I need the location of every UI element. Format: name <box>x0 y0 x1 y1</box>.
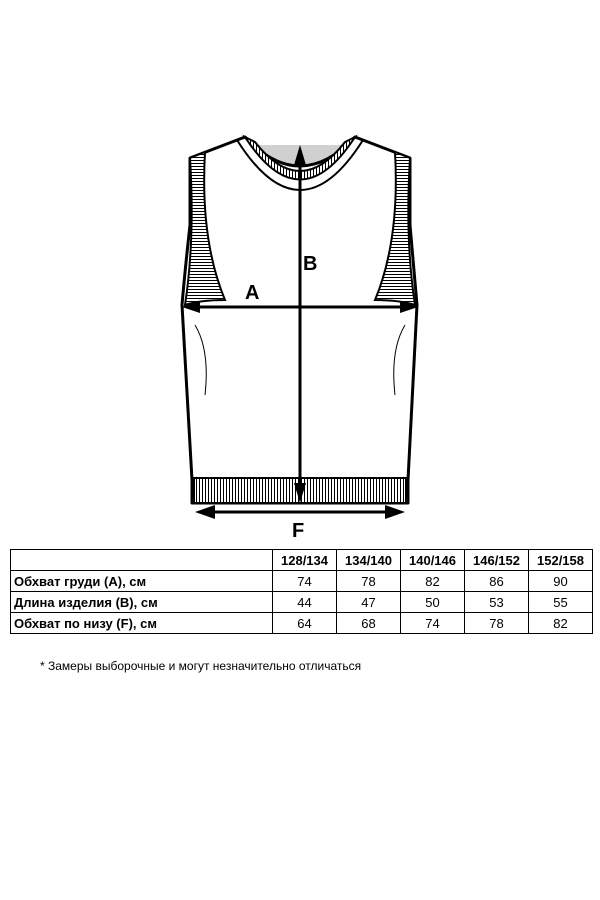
footnote: * Замеры выборочные и могут незначительн… <box>40 659 362 673</box>
measure-f-arrowhead-right <box>385 505 405 519</box>
measure-b-arrowhead-bottom <box>294 483 306 503</box>
measure-b-arrowhead-top <box>294 145 306 165</box>
left-armhole-rib <box>183 150 227 307</box>
table-cell: 50 <box>400 591 465 613</box>
table-row: Обхват груди (А), см 74 78 82 86 90 <box>10 570 593 592</box>
measure-a-arrowhead-right <box>400 301 418 313</box>
size-header-corner <box>10 549 273 571</box>
size-header-cell: 152/158 <box>528 549 593 571</box>
size-header-cell: 146/152 <box>464 549 529 571</box>
size-header-cell: 140/146 <box>400 549 465 571</box>
table-row: Длина изделия (B), см 44 47 50 53 55 <box>10 591 593 613</box>
table-cell: 64 <box>272 612 337 634</box>
table-cell: 78 <box>336 570 401 592</box>
table-cell: 90 <box>528 570 593 592</box>
size-header-row: 128/134 134/140 140/146 146/152 152/158 <box>10 549 593 571</box>
right-armhole-rib <box>373 150 417 307</box>
table-cell: 82 <box>400 570 465 592</box>
row-label-chest: Обхват груди (А), см <box>10 570 273 592</box>
row-label-hem: Обхват по низу (F), см <box>10 612 273 634</box>
table-cell: 68 <box>336 612 401 634</box>
vest-measurement-diagram: B A F <box>180 134 419 540</box>
table-cell: 74 <box>400 612 465 634</box>
label-f: F <box>292 520 304 540</box>
table-cell: 86 <box>464 570 529 592</box>
size-table: 128/134 134/140 140/146 146/152 152/158 … <box>10 549 593 634</box>
table-cell: 55 <box>528 591 593 613</box>
table-cell: 53 <box>464 591 529 613</box>
label-b: B <box>303 253 317 275</box>
table-cell: 78 <box>464 612 529 634</box>
measure-f-arrowhead-left <box>195 505 215 519</box>
size-header-cell: 134/140 <box>336 549 401 571</box>
table-cell: 47 <box>336 591 401 613</box>
table-row: Обхват по низу (F), см 64 68 74 78 82 <box>10 612 593 634</box>
label-a: A <box>245 282 259 304</box>
table-cell: 44 <box>272 591 337 613</box>
table-cell: 74 <box>272 570 337 592</box>
row-label-length: Длина изделия (B), см <box>10 591 273 613</box>
measure-a-arrowhead-left <box>182 301 200 313</box>
size-header-cell: 128/134 <box>272 549 337 571</box>
table-cell: 82 <box>528 612 593 634</box>
